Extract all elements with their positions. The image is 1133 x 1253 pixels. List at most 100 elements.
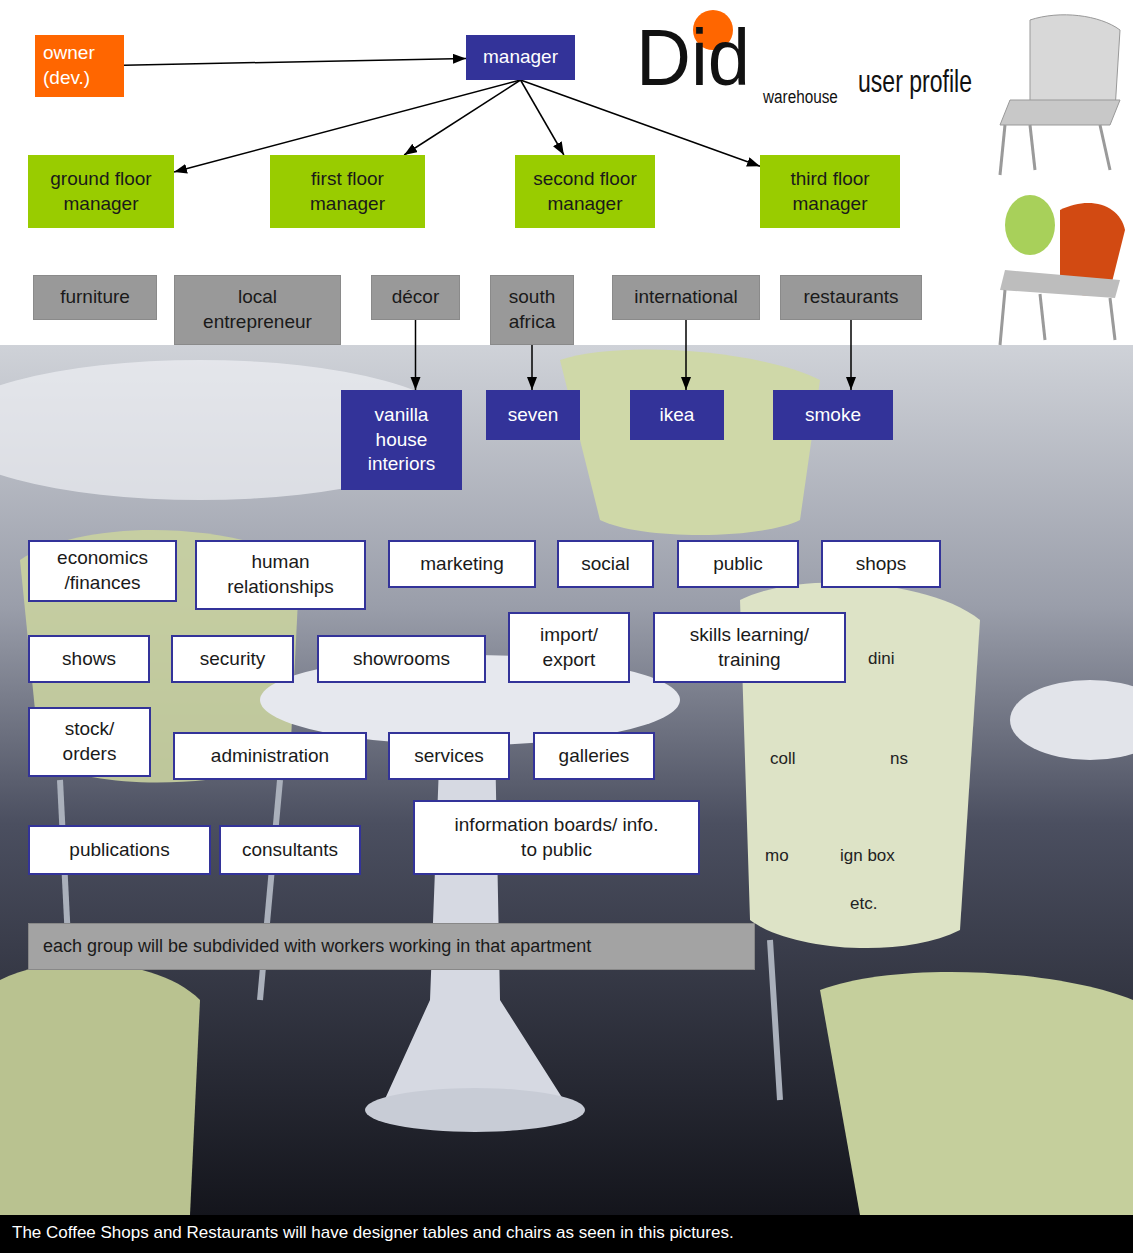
node-text: public	[713, 552, 763, 577]
node-text: restaurants	[803, 285, 898, 310]
caption-bar	[0, 1215, 1133, 1253]
arrow-connector	[404, 80, 520, 155]
note-bar: each group will be subdivided with worke…	[28, 923, 755, 970]
table-base	[365, 1088, 585, 1132]
manager-box: seven	[486, 390, 580, 440]
arrow-connector	[850, 320, 852, 390]
node-text: second floor manager	[525, 167, 645, 216]
node-text: import/ export	[529, 623, 609, 672]
node-text: marketing	[420, 552, 503, 577]
node-text: seven	[508, 403, 559, 428]
department-box: galleries	[533, 732, 655, 780]
department-box: information boards/ info. to public	[413, 800, 700, 875]
chair-leg	[1100, 125, 1110, 170]
node-text: local entrepreneur	[193, 285, 323, 334]
chair-back	[560, 350, 820, 535]
arrow-connector	[415, 320, 417, 390]
photo-note: coll	[770, 750, 796, 769]
arrow-connector	[531, 345, 533, 390]
chair-photo	[1000, 15, 1120, 175]
node-text: social	[581, 552, 630, 577]
node-text: first floor manager	[293, 167, 403, 216]
node-text: third floor manager	[775, 167, 885, 216]
manager-box: manager	[466, 35, 575, 80]
department-box: human relationships	[195, 540, 366, 610]
node-text: manager	[483, 45, 558, 70]
node-text: economics /finances	[43, 546, 163, 595]
department-box: stock/ orders	[28, 707, 151, 777]
node-text: smoke	[805, 403, 861, 428]
manager-box: ikea	[630, 390, 724, 440]
department-box: consultants	[219, 825, 361, 875]
node-text: administration	[211, 744, 329, 769]
node-text: owner (dev.)	[43, 41, 113, 90]
chair-leg	[1040, 294, 1045, 340]
chair-leg	[1110, 298, 1115, 340]
heading: user profile	[858, 64, 972, 99]
node-text: shows	[62, 647, 116, 672]
node-text: ikea	[660, 403, 695, 428]
department-box: social	[557, 540, 654, 588]
department-box: shops	[821, 540, 941, 588]
category-box: local entrepreneur	[174, 275, 341, 345]
node-text: skills learning/ training	[665, 623, 835, 672]
node-text: security	[200, 647, 265, 672]
category-box: décor	[371, 275, 460, 320]
floor-manager-box: first floor manager	[270, 155, 425, 228]
photo-note: etc.	[850, 895, 877, 914]
department-box: skills learning/ training	[653, 612, 846, 683]
arrow-connector	[685, 320, 687, 390]
floor-manager-box: second floor manager	[515, 155, 655, 228]
department-box: shows	[28, 635, 150, 683]
department-box: import/ export	[508, 612, 630, 683]
manager-box: smoke	[773, 390, 893, 440]
photo-note: ns	[890, 750, 908, 769]
floor-manager-box: ground floor manager	[28, 155, 174, 228]
photo-note: ign box	[840, 847, 895, 866]
node-text: information boards/ info. to public	[452, 813, 662, 862]
owner-box: owner (dev.)	[35, 35, 124, 97]
node-text: south africa	[499, 285, 565, 334]
table-top	[1010, 680, 1133, 760]
node-text: human relationships	[211, 550, 351, 599]
logo-text: Did	[636, 14, 750, 102]
chair-leg	[770, 940, 780, 1100]
photo-note: mo	[765, 847, 789, 866]
node-text: galleries	[559, 744, 630, 769]
arrow-connector	[521, 80, 564, 155]
category-box: international	[612, 275, 760, 320]
chair-photo	[1000, 195, 1125, 345]
node-text: international	[634, 285, 738, 310]
node-text: services	[414, 744, 484, 769]
node-text: showrooms	[353, 647, 450, 672]
logo-subtitle: warehouse	[763, 88, 838, 108]
node-text: each group will be subdivided with worke…	[43, 935, 591, 958]
department-box: showrooms	[317, 635, 486, 683]
node-text: consultants	[242, 838, 338, 863]
department-box: public	[677, 540, 799, 588]
chair-seat	[1000, 270, 1120, 298]
category-box: restaurants	[780, 275, 922, 320]
arrow-connector	[124, 59, 466, 66]
node-text: stock/ orders	[50, 717, 130, 766]
chair-seat	[1000, 100, 1120, 125]
node-text: ground floor manager	[41, 167, 161, 216]
chair-back	[1005, 195, 1055, 255]
department-box: publications	[28, 825, 211, 875]
department-box: economics /finances	[28, 540, 177, 602]
node-text: décor	[392, 285, 440, 310]
category-box: furniture	[33, 275, 157, 320]
manager-box: vanilla house interiors	[341, 390, 462, 490]
node-text: publications	[69, 838, 169, 863]
department-box: services	[388, 732, 510, 780]
chair-leg	[1000, 290, 1005, 345]
node-text: shops	[856, 552, 907, 577]
node-text: vanilla house interiors	[357, 403, 447, 477]
department-box: security	[171, 635, 294, 683]
caption: The Coffee Shops and Restaurants will ha…	[12, 1224, 734, 1243]
department-box: marketing	[388, 540, 536, 588]
chair-leg	[1030, 125, 1035, 170]
chair-leg	[1000, 125, 1005, 175]
department-box: administration	[173, 732, 367, 780]
